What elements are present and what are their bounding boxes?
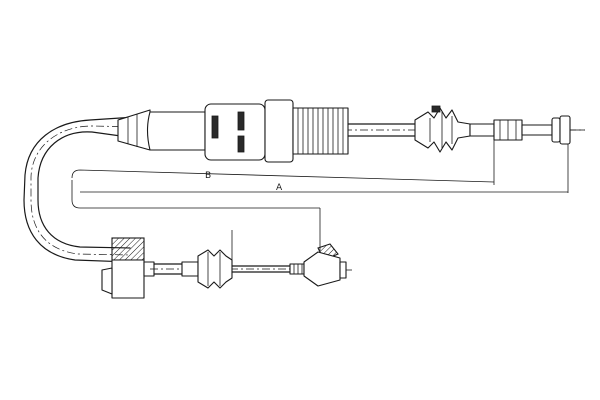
upper-end-fitting <box>469 115 585 145</box>
adjuster-ribs <box>297 108 344 154</box>
upper-rubber-boot <box>414 105 471 153</box>
lower-end-fitting <box>289 243 352 287</box>
upper-adjuster-body <box>117 99 349 163</box>
lower-mounting-bracket <box>101 237 155 299</box>
cable-sheath <box>23 115 201 263</box>
dimension-b-label: B <box>205 171 211 181</box>
dimension-a-label: A <box>276 183 283 193</box>
upper-inner-cable <box>347 123 416 137</box>
lower-adjuster-fitting <box>181 230 291 289</box>
dimension-b: B <box>71 140 495 185</box>
